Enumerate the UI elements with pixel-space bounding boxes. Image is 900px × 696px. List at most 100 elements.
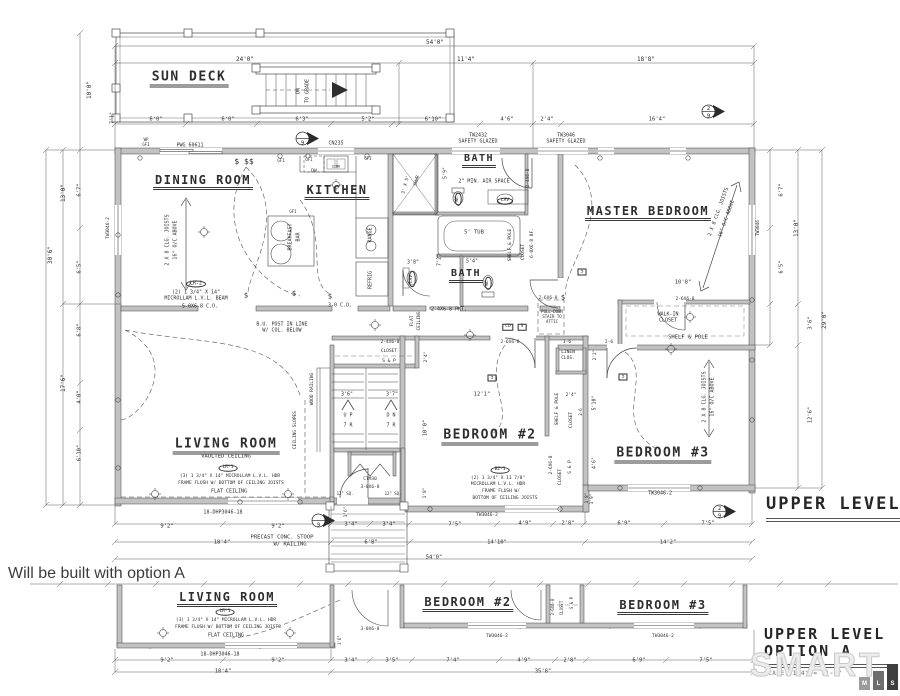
plan-label: 5'4" <box>465 258 479 265</box>
plan-label: W/ COL. BELOW <box>262 327 302 334</box>
plan-label: 24'0" <box>235 56 255 63</box>
plan-label: S <box>618 373 628 381</box>
plan-label: TW2432 <box>468 132 488 139</box>
plan-label: 54'0" <box>425 39 445 46</box>
plan-label: 6-0X6-8 BF. <box>529 228 535 258</box>
room-label: BATH <box>448 269 484 283</box>
plan-label: 10'0" <box>86 80 93 100</box>
plan-label: 2-6X6-8 <box>500 339 520 345</box>
plan-label: REFRIG <box>367 270 374 290</box>
plan-label: GFI <box>305 157 313 162</box>
plan-label: 2-6X6-8 <box>675 296 695 302</box>
plan-label: LINEN <box>561 349 575 355</box>
plan-label: TW3046-2 <box>486 633 508 639</box>
plan-label: BAR <box>295 232 302 242</box>
plan-label: CEILING <box>416 311 422 331</box>
plan-label: CLOSET <box>658 317 678 324</box>
plan-label: 7 R <box>343 422 353 429</box>
plan-label: 2'4" <box>565 392 577 398</box>
plan-label: 3'5" <box>385 657 399 664</box>
plan-label: DN <box>295 87 302 95</box>
plan-label: 4'9" <box>517 657 531 664</box>
room-label: BEDROOM #2 <box>422 596 514 612</box>
plan-label: 7'5" <box>699 657 713 664</box>
plan-label: BREAKFAST <box>287 223 294 251</box>
room-label: DINING ROOM <box>153 174 253 190</box>
plan-label: 4'6" <box>500 116 514 123</box>
plan-label: 2-6X6-8 <box>548 455 554 475</box>
plan-label: TW3046-2 <box>105 217 111 239</box>
plan-label: MICROLLAM L.V.L. HDR <box>470 481 526 487</box>
plan-label: 14'10" <box>487 539 507 546</box>
plan-label: SINK <box>331 164 341 169</box>
plan-label: 2 X 8 CLG. JOISTS <box>701 371 708 423</box>
plan-label: 2'4" <box>540 116 554 123</box>
plan-label: LR-1 <box>218 464 238 472</box>
plan-label: FLAT CEILING <box>210 488 248 495</box>
section-marker: 9 <box>294 130 321 151</box>
plan-label: TW3046-2 <box>476 512 498 518</box>
svg-text:9: 9 <box>317 523 320 529</box>
plan-label: CLOSET <box>568 411 574 429</box>
plan-label: GFI <box>142 142 150 147</box>
room-label: SUN DECK <box>149 71 229 88</box>
plan-label: 5'2" <box>361 116 375 123</box>
plan-label: SAFETY GLAZED <box>546 138 586 145</box>
room-label: KITCHEN <box>304 184 370 200</box>
plan-label: 5'10" <box>591 395 598 411</box>
room-label: MASTER BEDROOM <box>584 205 712 221</box>
plan-label: GFI <box>364 156 372 161</box>
plan-label: 10'0" <box>422 419 429 437</box>
plan-label: 7 R <box>386 422 396 429</box>
plan-label: 6'8" <box>76 323 83 337</box>
plan-label: $ <box>560 293 566 302</box>
plan-label: 18-DHP3046-18 <box>200 651 240 658</box>
plan-label: BOTTOM OF CEILING JOISTS <box>472 495 538 501</box>
plan-label: 2" MIN. AIR SPACE <box>458 178 510 185</box>
watermark-bars-icon: M L S <box>859 664 898 690</box>
plan-label: 6'8" <box>364 539 378 546</box>
plan-label: 2'4" <box>423 351 429 363</box>
plan-label: $ <box>327 292 333 301</box>
plan-label: 1-6 <box>562 339 572 345</box>
plan-label: U P <box>343 412 353 419</box>
option-note: Will be built with option A <box>8 565 185 582</box>
plan-label: S <box>577 268 587 276</box>
plan-label: 6'9" <box>632 657 646 664</box>
plan-label: 6'0" <box>149 116 163 123</box>
plan-label: TW3046-2 <box>647 490 673 497</box>
plan-label: 4'9" <box>518 520 532 527</box>
plan-label: FLAT CEILING <box>207 632 245 639</box>
plan-label: S & P <box>567 460 573 474</box>
room-label: BATH <box>461 154 497 168</box>
plan-label: 7'2" <box>436 253 443 267</box>
plan-label: CLOSET <box>559 600 564 616</box>
plan-label: CLOS. <box>561 355 575 361</box>
plan-label: 3-0X6-8 <box>360 626 380 632</box>
plan-label: (3) 1 3/4" X 14" MICROLLAM L.V.L. HDR <box>175 617 277 623</box>
svg-text:2: 2 <box>718 506 721 512</box>
plan-label: 16'4" <box>648 116 666 123</box>
plan-label: 7'4" <box>446 657 460 664</box>
plan-label: FRAME FLUSH W/ BOTTOM OF CEILING JOISTS <box>175 624 281 630</box>
plan-label: S & P <box>569 596 574 610</box>
plan-label: 2-4X6-8 <box>525 168 531 188</box>
plan-label: 6'5" <box>76 260 83 274</box>
plan-label: CO <box>502 323 514 331</box>
plan-label: (3) 1 3/4" X 14" MICROLLAM L.V.L. HDR <box>179 473 281 479</box>
plan-label: 12" SQ. <box>336 491 354 496</box>
plan-label: 4'6" <box>591 456 598 470</box>
plan-label: 7'5" <box>448 521 462 528</box>
plan-label: TW3046-2 <box>652 633 674 639</box>
plan-label: LR-2 <box>185 280 207 288</box>
plan-label: 2'8" <box>561 520 575 527</box>
plan-label: WALK-IN <box>657 311 679 318</box>
plan-label: GFI <box>289 209 297 214</box>
plan-label: SHELF & POLE <box>507 228 513 262</box>
plan-label: 6'10" <box>76 444 83 462</box>
plan-label: SHELF & POLE <box>554 392 560 426</box>
plan-label: PWG 60611 <box>176 142 204 149</box>
plan-label: RANGE <box>367 227 374 243</box>
plan-label: PULL-DOWN <box>541 309 563 314</box>
